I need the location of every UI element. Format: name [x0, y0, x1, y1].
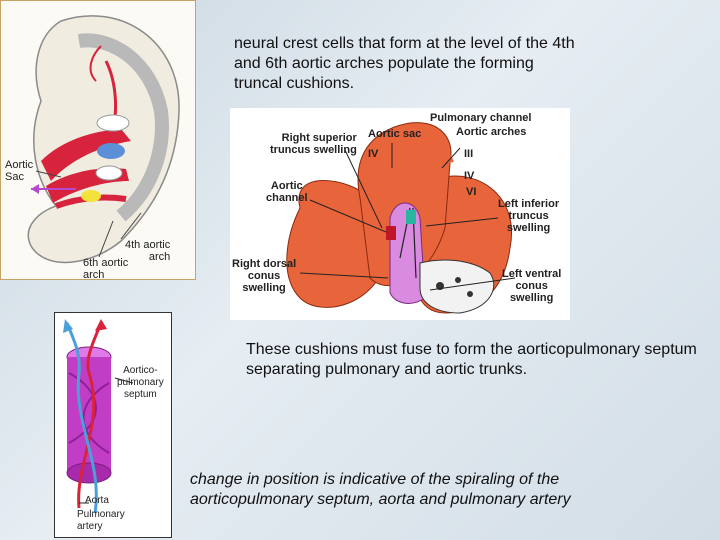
spiral-label-ap-septum: Aortico- pulmonary septum	[117, 365, 164, 401]
change-position-text: change in position is indicative of the …	[190, 470, 630, 510]
heart-label-pulmonary-channel: Pulmonary channel	[430, 112, 531, 124]
heart-label-right-dorsal: Right dorsal conus swelling	[232, 258, 296, 294]
heart-label-numeral-vi: VI	[466, 186, 476, 198]
spiral-septum-figure: Aortico- pulmonary septum Aorta Pulmonar…	[54, 312, 172, 538]
spiral-label-aorta: Aorta	[85, 495, 109, 507]
heart-label-numeral-iv: IV	[464, 170, 474, 182]
spiral-label-pulmonary-artery: Pulmonary artery	[77, 509, 125, 533]
neural-crest-text: neural crest cells that form at the leve…	[234, 34, 579, 94]
embryo-label-6th-arch: 6th aortic arch	[83, 257, 128, 280]
embryo-label-4th-arch: 4th aortic arch	[125, 239, 170, 263]
heart-label-right-superior: Right superior truncus swelling	[270, 132, 357, 156]
heart-label-left-inferior: Left inferior truncus swelling	[498, 198, 559, 234]
heart-label-numeral-iv-left: IV	[368, 148, 378, 160]
heart-label-aortic-channel: Aortic channel	[266, 180, 308, 204]
spiral-septum-illustration	[55, 313, 172, 538]
cushions-text: These cushions must fuse to form the aor…	[246, 340, 706, 380]
embryo-label-aortic-sac: Aortic Sac	[5, 159, 33, 183]
heart-label-left-ventral: Left ventral conus swelling	[502, 268, 561, 304]
embryo-figure: Aortic Sac 4th aortic arch 6th aortic ar…	[0, 0, 196, 280]
heart-label-numeral-iii: III	[464, 148, 473, 160]
heart-figure: Pulmonary channel Aortic arches Aortic s…	[230, 108, 570, 320]
heart-label-aortic-arches: Aortic arches	[456, 126, 526, 138]
heart-label-aortic-sac: Aortic sac	[368, 128, 421, 140]
